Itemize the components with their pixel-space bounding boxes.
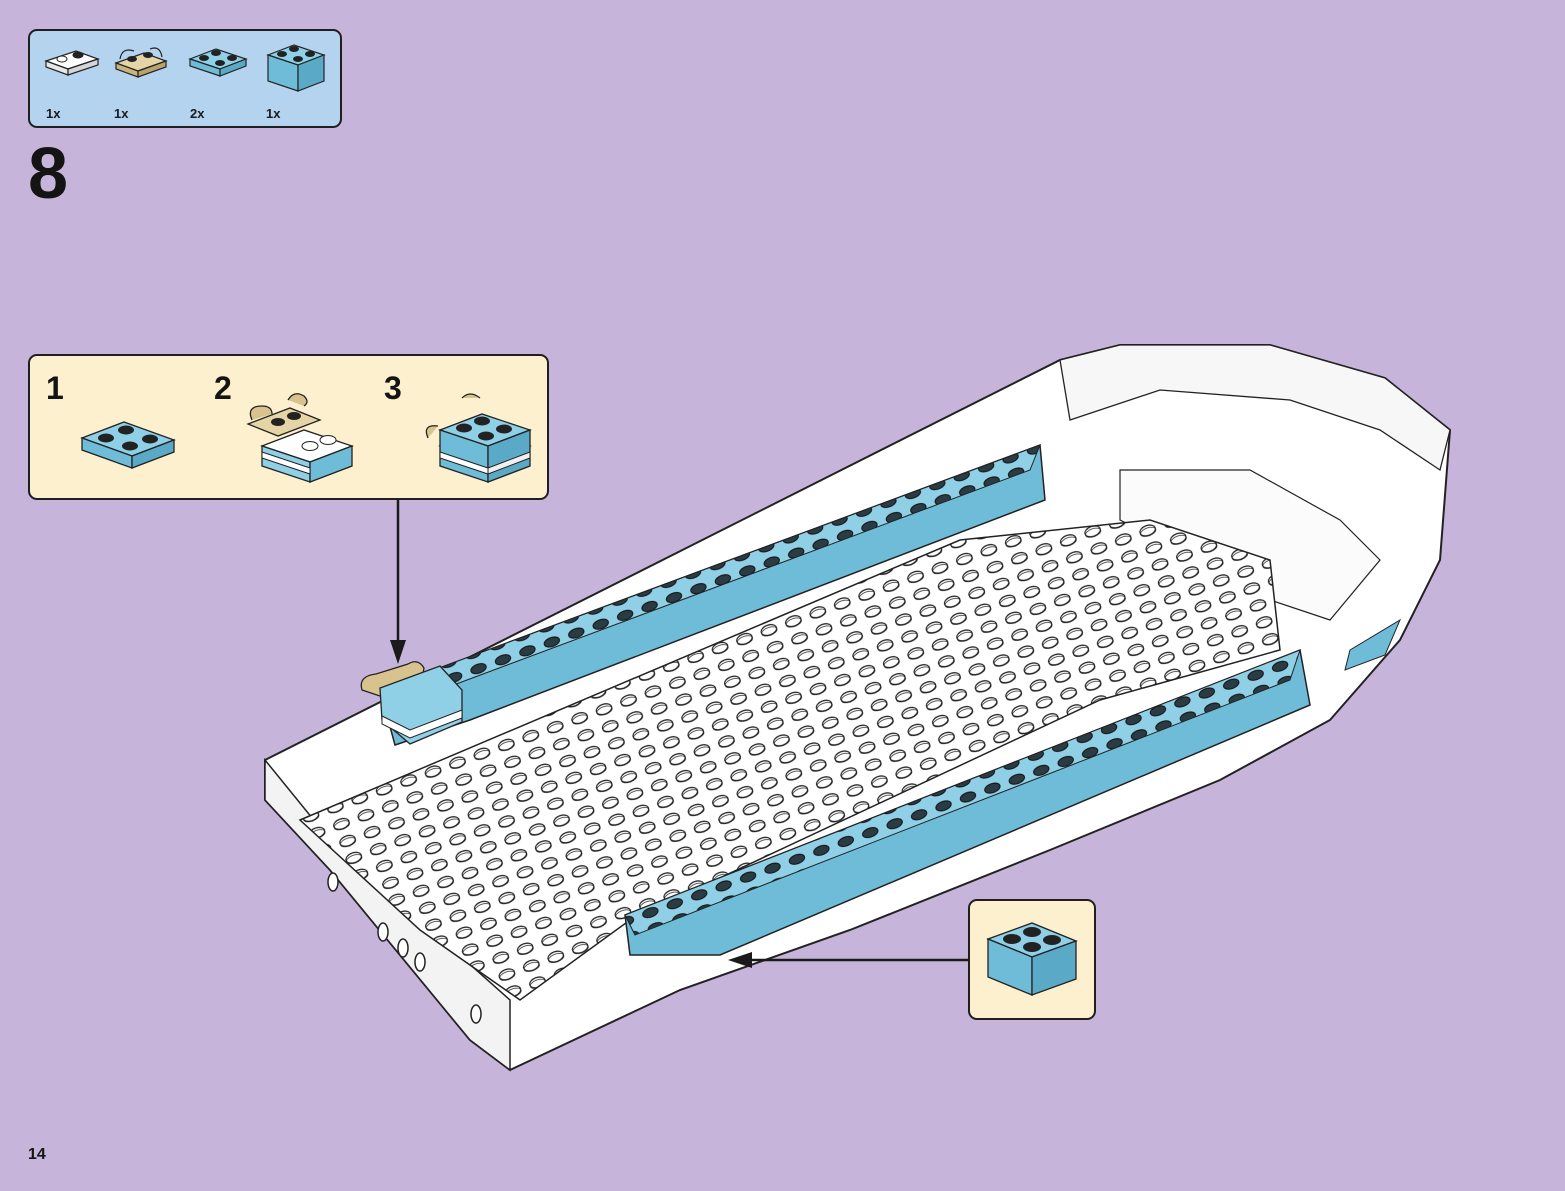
arrow-down-icon: [390, 640, 406, 664]
page-number: 14: [28, 1146, 46, 1164]
